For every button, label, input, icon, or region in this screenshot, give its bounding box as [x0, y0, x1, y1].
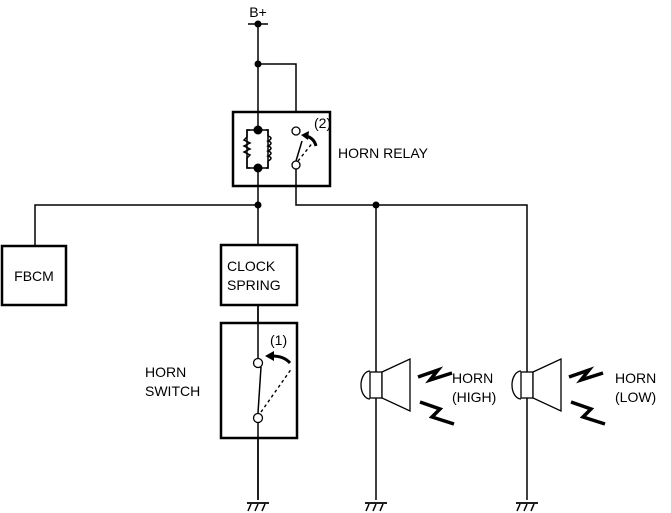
supply-label: B+	[249, 4, 267, 20]
horn-low-label-line2: (LOW)	[615, 389, 656, 405]
junction-dot	[253, 163, 263, 173]
fbcm-module: FBCM	[0, 244, 68, 307]
relay-label: HORN RELAY	[338, 145, 429, 161]
relay-contact	[291, 160, 301, 170]
relay-callout: (2)	[314, 115, 331, 131]
horn-switch-label-line1: HORN	[145, 364, 186, 380]
clock-spring-label-line2: SPRING	[227, 277, 281, 293]
switch-callout: (1)	[270, 332, 287, 348]
horn-high-label-line2: (HIGH)	[452, 389, 496, 405]
relay-resistor	[242, 129, 258, 169]
horn-relay: (2)	[231, 110, 332, 188]
horn-high-label-line1: HORN	[452, 370, 493, 386]
horn-low-speaker-icon	[510, 357, 607, 426]
junction-dot	[253, 125, 263, 135]
ground-icon	[515, 502, 539, 512]
horn-high-speaker-icon	[359, 357, 456, 426]
switch-contact	[252, 357, 264, 369]
ground-icon	[246, 502, 270, 512]
relay-blade	[295, 140, 303, 162]
clock-spring: CLOCK SPRING	[219, 243, 299, 307]
ground-icon	[364, 502, 388, 512]
relay-contact	[291, 126, 301, 136]
switch-blade	[257, 366, 262, 414]
horn-switch-label-line2: SWITCH	[145, 383, 200, 399]
fbcm-wire	[34, 204, 258, 246]
fbcm-label: FBCM	[14, 268, 54, 284]
relay-coil	[266, 135, 272, 162]
junction-dot	[372, 201, 380, 209]
junction-dot	[254, 201, 262, 209]
horn-feed-wire	[295, 186, 528, 500]
horn-switch: (1)	[219, 305, 299, 500]
switch-contact	[252, 412, 264, 424]
horn-low-label-line1: HORN	[615, 370, 656, 386]
relay-switch-feed-wire	[258, 63, 297, 127]
clock-spring-label-line1: CLOCK	[227, 258, 276, 274]
